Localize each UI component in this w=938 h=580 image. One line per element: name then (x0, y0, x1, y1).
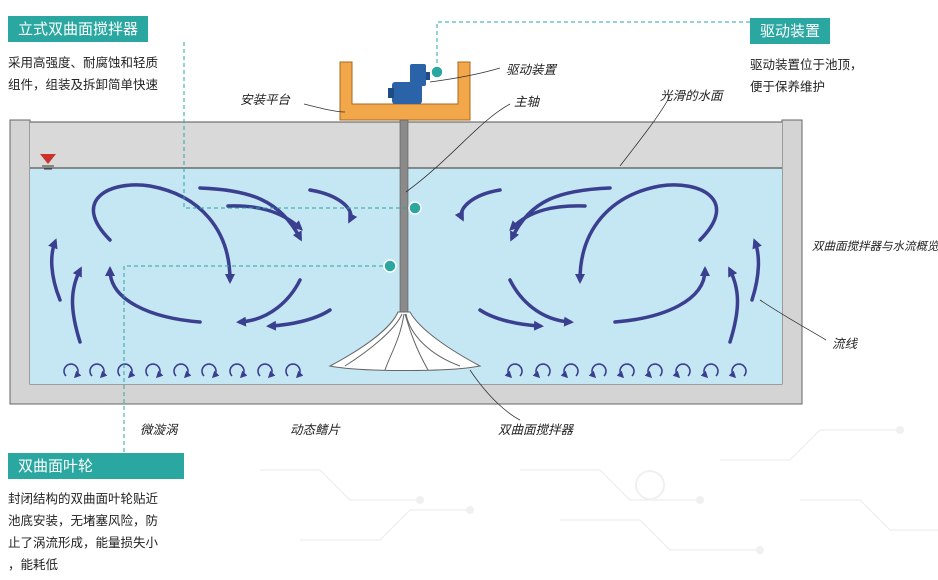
desc-line: 便于保养维护 (750, 79, 826, 94)
desc-line: 组件，组装及拆卸简单快速 (8, 77, 159, 92)
label-shaft: 主轴 (514, 94, 541, 109)
label-drive: 驱动装置 (506, 62, 558, 77)
label-streamline: 流线 (832, 336, 859, 351)
desc-line: 池底安装，无堵塞风险，防 (8, 513, 159, 528)
main-shaft (399, 119, 409, 319)
impeller-marker (383, 259, 397, 273)
callout-desc-vertical-mixer: 采用高强度、耐腐蚀和轻质 组件，组装及拆卸简单快速 (8, 52, 158, 96)
mounting-platform (339, 61, 471, 121)
hyperboloid-impeller (328, 311, 482, 371)
desc-line: 封闭结构的双曲面叶轮贴近 (8, 491, 159, 506)
water-level-icon (40, 154, 56, 170)
callout-title-impeller: 双曲面叶轮 (8, 453, 184, 479)
desc-line: 采用高强度、耐腐蚀和轻质 (8, 55, 159, 70)
label-fins: 动态鳍片 (290, 422, 342, 437)
drive-marker (430, 65, 444, 79)
callout-desc-impeller: 封闭结构的双曲面叶轮贴近 池底安装，无堵塞风险，防 止了涡流形成，能量损失小 ，… (8, 488, 158, 576)
label-platform: 安装平台 (240, 92, 291, 107)
label-mixer: 双曲面搅拌器 (498, 422, 575, 437)
motor-icon (388, 64, 430, 104)
label-micro-vortex: 微漩涡 (140, 422, 179, 437)
desc-line: ，能耗低 (8, 557, 59, 572)
desc-line: 驱动装置位于池顶， (750, 57, 863, 72)
desc-line: 止了涡流形成，能量损失小 (8, 535, 159, 550)
diagram-title: 双曲面搅拌器与水流概览图 (812, 239, 938, 253)
callout-title-vertical-mixer: 立式双曲面搅拌器 (8, 16, 149, 42)
shaft-marker (408, 201, 422, 215)
label-water-surface: 光滑的水面 (660, 88, 725, 103)
callout-desc-drive: 驱动装置位于池顶， 便于保养维护 (750, 54, 863, 98)
callout-title-drive: 驱动装置 (750, 18, 831, 44)
